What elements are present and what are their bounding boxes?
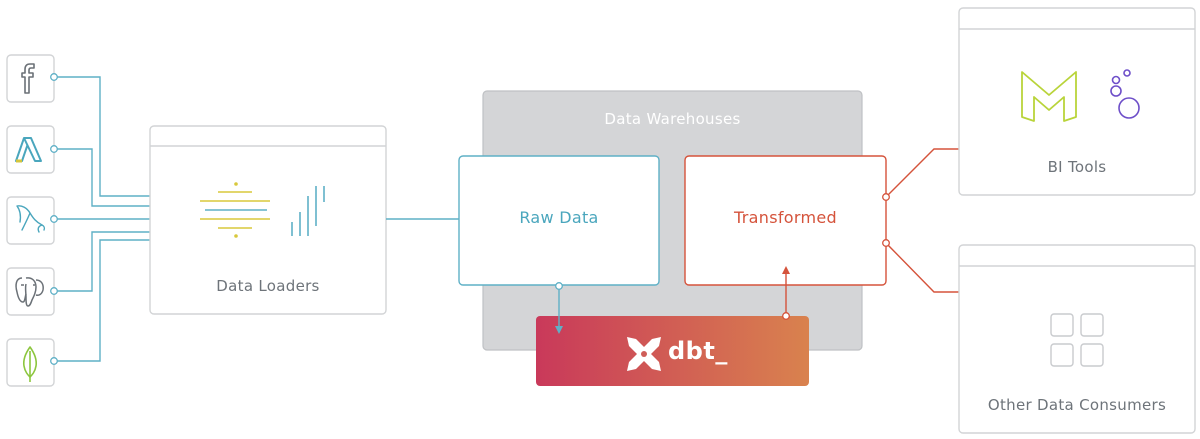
dbt-logo-icon (627, 337, 661, 371)
source-connector-dots (50, 73, 58, 365)
dbt-to-transformed-connector (782, 266, 790, 320)
source-connectors (54, 76, 165, 362)
raw-data-title: Raw Data (519, 208, 599, 227)
postgres-icon (15, 277, 44, 307)
other-data-consumers-box (958, 244, 1196, 434)
grid-apps-icon (1050, 313, 1104, 367)
transformed-title: Transformed (734, 208, 837, 227)
source-tile-facebook[interactable] (6, 54, 55, 103)
fivetran-loader-icon (291, 186, 325, 236)
adwords-icon (15, 137, 42, 163)
raw-to-dbt-connector (555, 282, 563, 334)
data-loaders-title: Data Loaders (216, 277, 320, 295)
bi-tools-box (958, 7, 1196, 196)
data-loaders-box (149, 125, 387, 315)
transformed-output-dots (882, 193, 890, 247)
mysql-icon (16, 205, 46, 233)
dbt-box (536, 316, 809, 386)
mongodb-icon (22, 346, 38, 382)
bi-tools-title: BI Tools (1047, 158, 1107, 176)
source-tile-mysql[interactable] (6, 196, 55, 245)
mode-analytics-icon (1021, 71, 1077, 122)
source-tile-mongodb[interactable] (6, 338, 55, 387)
dbt-title: dbt_ (668, 337, 728, 365)
source-tile-postgres[interactable] (6, 267, 55, 316)
facebook-icon (21, 63, 35, 94)
looker-icon (1110, 69, 1140, 119)
other-data-consumers-title: Other Data Consumers (987, 396, 1167, 414)
stitch-loader-icon (200, 182, 270, 238)
data-warehouses-title: Data Warehouses (604, 110, 741, 128)
source-tile-adwords[interactable] (6, 125, 55, 174)
